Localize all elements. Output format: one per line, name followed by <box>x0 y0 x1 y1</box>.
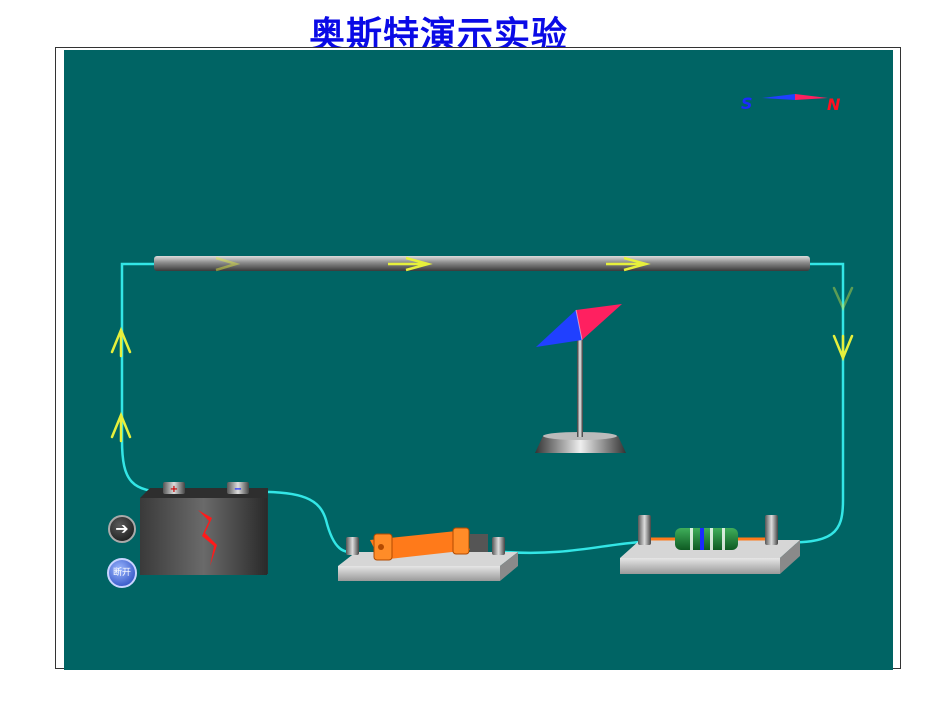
battery-negative-terminal <box>227 482 249 494</box>
next-button[interactable]: ➔ <box>108 515 136 543</box>
current-arrow-down-faint <box>832 286 854 312</box>
battery-negative-label: − <box>234 484 242 495</box>
wire-battery-to-switch <box>244 490 353 554</box>
disconnect-button[interactable]: 断开 <box>107 558 137 588</box>
straight-conductor-rod <box>154 256 810 272</box>
wire-right-segment <box>774 262 845 544</box>
compass-south-label: S <box>741 94 753 113</box>
play-arrow-icon: ➔ <box>115 519 129 538</box>
wire-left-segment <box>120 262 171 494</box>
disconnect-label: 断开 <box>112 568 131 578</box>
magnetic-needle-stand <box>535 304 626 453</box>
magnetic-needle <box>536 304 622 347</box>
current-arrow-up-2 <box>110 411 132 443</box>
wire-switch-to-resistor <box>504 540 641 555</box>
lightning-icon <box>198 510 217 566</box>
battery: + − <box>140 482 268 575</box>
compass-indicator: S N <box>741 94 841 114</box>
battery-positive-terminal <box>163 482 185 494</box>
current-arrow-down-1 <box>832 334 854 362</box>
compass-north-label: N <box>827 95 841 114</box>
knife-switch[interactable] <box>338 527 518 581</box>
current-arrows <box>110 286 854 443</box>
resistor <box>620 515 800 574</box>
current-arrow-up-1 <box>110 326 132 358</box>
battery-positive-label: + <box>170 484 178 495</box>
